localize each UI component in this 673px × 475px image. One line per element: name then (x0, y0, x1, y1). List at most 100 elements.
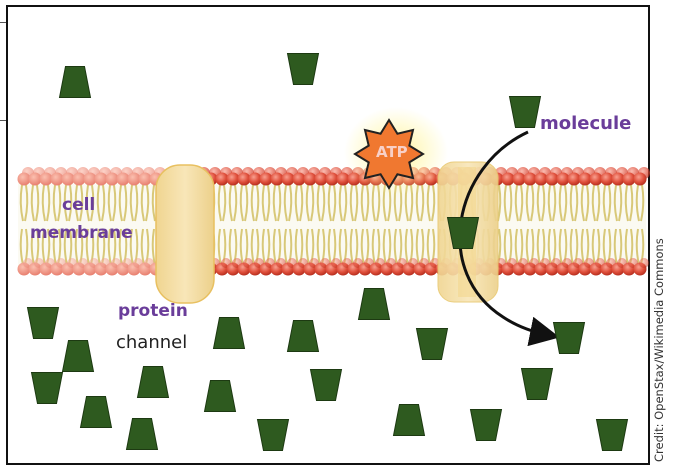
lipid-tail (338, 184, 348, 222)
phospholipid-head (523, 172, 537, 186)
molecule-icon (552, 322, 586, 354)
molecule-icon (256, 419, 290, 451)
lipid-tail (107, 184, 117, 222)
lipid-tail (525, 184, 535, 222)
phospholipid-head (83, 172, 97, 186)
lipid-tail (261, 184, 271, 222)
molecule-icon (203, 380, 237, 412)
molecule-icon (286, 53, 320, 85)
phospholipid-head (303, 172, 317, 186)
molecule-icon (508, 96, 542, 128)
phospholipid-head (105, 172, 119, 186)
phospholipid-head (314, 172, 328, 186)
phospholipid-head (237, 172, 251, 186)
lipid-tail (591, 184, 601, 222)
image-credit: Credit: OpenStax/Wikimedia Commons (652, 238, 666, 462)
lipid-tail (536, 184, 546, 222)
membrane-diagram (17, 53, 650, 451)
phospholipid-head (611, 172, 625, 186)
lipid-tail (569, 184, 579, 222)
lipid-tail (602, 184, 612, 222)
stray-mark (0, 22, 6, 23)
phospholipid-head (578, 172, 592, 186)
molecule-icon (30, 372, 64, 404)
lipid-tail (63, 184, 73, 222)
molecule-icon (446, 217, 480, 249)
molecule-icon (415, 328, 449, 360)
lipid-tail (624, 184, 634, 222)
lipid-tail (283, 184, 293, 222)
lipid-tail (228, 184, 238, 222)
molecule-icon (392, 404, 426, 436)
molecule-icon (595, 419, 629, 451)
lipid-tail (52, 184, 62, 222)
phospholipid-head (512, 172, 526, 186)
lipid-tail (30, 184, 40, 222)
diagram-frame: cell membrane protein channel molecule A… (6, 5, 650, 465)
lipid-tail (140, 184, 150, 222)
phospholipid-head (259, 172, 273, 186)
molecule-icon (469, 409, 503, 441)
molecule-icon (26, 307, 60, 339)
protein-channel-left (155, 164, 215, 304)
phospholipid-head (39, 172, 53, 186)
bilayer-core (18, 179, 646, 269)
lipid-bilayer (17, 167, 650, 276)
lipid-tail (635, 184, 645, 222)
phospholipid-head (94, 172, 108, 186)
phospholipid-head (28, 172, 42, 186)
phospholipid-head (226, 172, 240, 186)
phospholipid-head (336, 172, 350, 186)
phospholipid-head (292, 172, 306, 186)
phospholipid-head (325, 172, 339, 186)
phospholipid-head (501, 172, 515, 186)
molecule-icon (136, 366, 170, 398)
lipid-tail (239, 184, 249, 222)
phospholipid-head (127, 172, 141, 186)
lipid-tail (327, 184, 337, 222)
cell-label: cell (62, 195, 96, 215)
lipid-tail (74, 184, 84, 222)
lipid-tail (547, 184, 557, 222)
phospholipid-head (138, 172, 152, 186)
phospholipid-head (534, 172, 548, 186)
phospholipid-head (556, 172, 570, 186)
channel-label: channel (116, 332, 188, 353)
phospholipid-head (545, 172, 559, 186)
lipid-tail (305, 184, 315, 222)
phospholipid-head (281, 172, 295, 186)
lipid-tail (514, 184, 524, 222)
lipid-tail (118, 184, 128, 222)
lipid-tail (41, 184, 51, 222)
phospholipid-head (248, 172, 262, 186)
molecules (26, 53, 629, 451)
stray-mark (0, 120, 6, 121)
atp-label: ATP (376, 143, 408, 161)
lipid-tail (316, 184, 326, 222)
molecule-icon (309, 369, 343, 401)
phospholipid-head (589, 172, 603, 186)
lipid-tail (613, 184, 623, 222)
molecule-icon (61, 340, 95, 372)
phospholipid-head (270, 172, 284, 186)
phospholipid-head (633, 172, 647, 186)
molecule-icon (212, 317, 246, 349)
lipid-tail (272, 184, 282, 222)
molecule-icon (286, 320, 320, 352)
lipid-tail (294, 184, 304, 222)
phospholipid-head (61, 172, 75, 186)
molecule-icon (79, 396, 113, 428)
lipid-tail (503, 184, 513, 222)
phospholipid-head (50, 172, 64, 186)
phospholipid-head (600, 172, 614, 186)
lipid-tail (217, 184, 227, 222)
molecule-icon (58, 66, 92, 98)
lipid-tail (19, 184, 29, 222)
lipid-tail (129, 184, 139, 222)
atp-star-icon (353, 118, 425, 190)
lipid-tail (426, 184, 436, 222)
molecule-icon (357, 288, 391, 320)
phospholipid-head (567, 172, 581, 186)
phospholipid-head (116, 172, 130, 186)
phospholipid-head (215, 172, 229, 186)
